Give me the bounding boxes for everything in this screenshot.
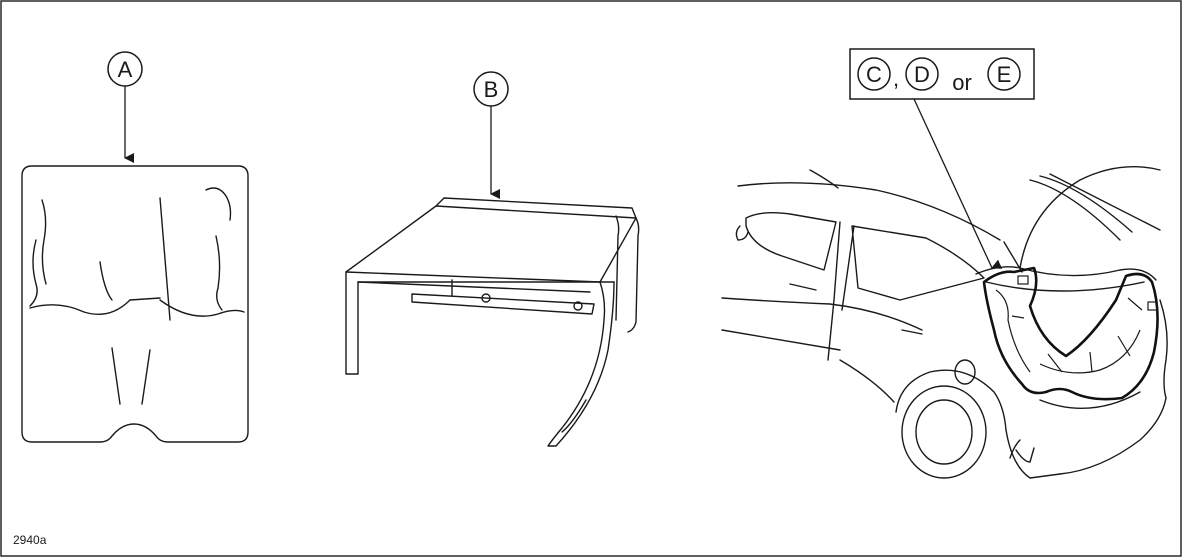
callout-e-circle xyxy=(987,57,1021,91)
callout-d-label: D xyxy=(914,62,930,87)
callout-cde-leader xyxy=(913,98,1003,269)
callout-or: or xyxy=(952,70,972,95)
callout-c-label: C xyxy=(866,62,882,87)
part-b-tray xyxy=(345,197,640,447)
callout-b-label: B xyxy=(484,77,499,102)
callout-comma: , xyxy=(893,66,899,91)
callout-a-label: A xyxy=(118,57,133,82)
rear-trim-highlight xyxy=(982,266,1159,401)
callout-b: B xyxy=(473,71,509,199)
callout-a: A xyxy=(107,51,143,163)
callout-d-circle xyxy=(905,57,939,91)
callout-c-circle xyxy=(857,57,891,91)
callout-e-label: E xyxy=(997,62,1012,87)
figure-code: 2940a xyxy=(13,533,47,547)
part-a-cover-sheet xyxy=(21,165,249,443)
vehicle-rear-view xyxy=(721,166,1168,479)
callout-cde: C , D or E xyxy=(849,48,1035,269)
